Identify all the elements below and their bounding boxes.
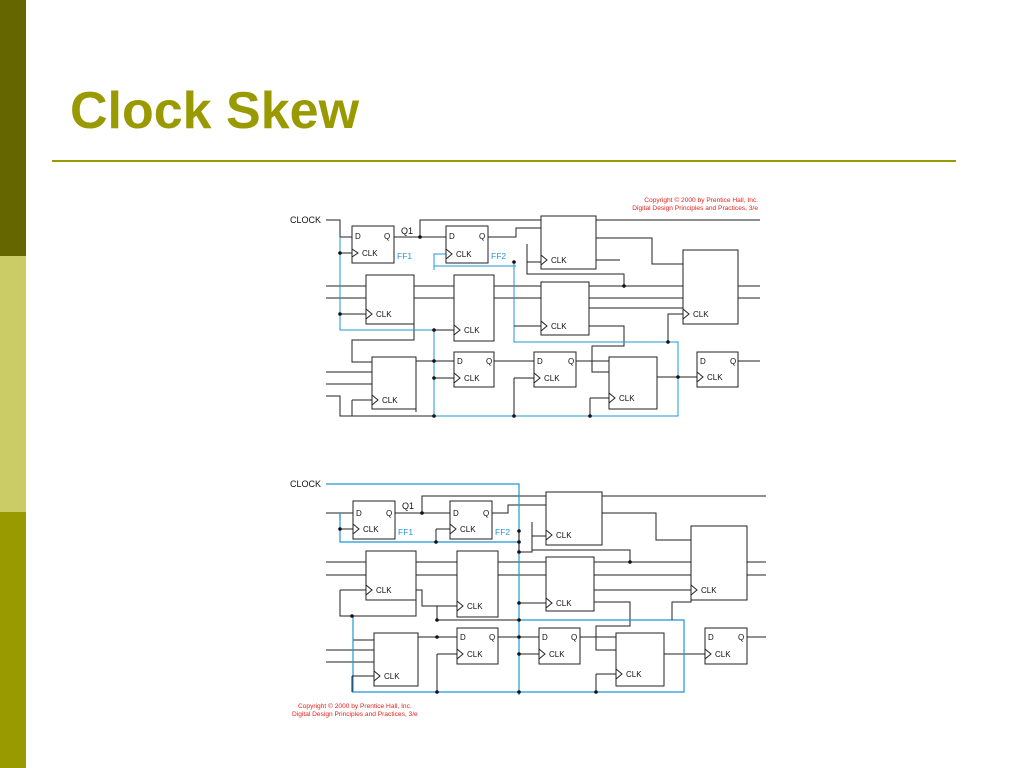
svg-text:Q: Q	[479, 232, 485, 241]
svg-text:D: D	[355, 232, 361, 241]
block-labels: D Q CLK D Q CLK CLK CLK CLK CLK CLK CLK …	[355, 232, 736, 405]
svg-text:Q: Q	[730, 357, 736, 366]
junction-dots	[338, 235, 680, 418]
svg-text:Q: Q	[489, 633, 495, 642]
ff-bottom-right	[704, 627, 748, 665]
block-labels: D Q CLK D Q CLK CLK CLK CLK CLK CLK CLK …	[356, 509, 744, 681]
svg-text:CLK: CLK	[460, 525, 476, 534]
svg-text:CLK: CLK	[467, 602, 483, 611]
svg-text:CLK: CLK	[551, 322, 567, 331]
block-left-mid	[365, 550, 417, 601]
q1-label: Q1	[402, 501, 414, 511]
sidebar-block-dark	[0, 0, 26, 256]
clock-net	[339, 237, 679, 417]
ff2-label: FF2	[491, 251, 506, 261]
clk-triangles	[352, 523, 712, 682]
svg-text:D: D	[537, 357, 543, 366]
svg-text:CLK: CLK	[464, 326, 480, 335]
ff-bottom-2	[538, 627, 581, 665]
block-center-tall	[456, 550, 499, 618]
ff2-block	[445, 225, 489, 264]
svg-text:D: D	[453, 509, 459, 518]
clock-taps	[340, 244, 697, 416]
sidebar-decoration	[0, 0, 26, 768]
junction-dots	[338, 511, 632, 694]
svg-text:CLK: CLK	[456, 250, 472, 259]
svg-text:D: D	[356, 509, 362, 518]
diagram-bottom: CLOCK Q1 FF1 FF2 Copyright © 2000 by Pre…	[290, 479, 766, 718]
ff1-label: FF1	[397, 251, 412, 261]
ff-bottom-right	[696, 351, 739, 388]
sidebar-block-light	[0, 256, 26, 512]
svg-text:D: D	[460, 633, 466, 642]
svg-text:CLK: CLK	[362, 249, 378, 258]
copyright-line1: Copyright © 2000 by Prentice Hall, Inc.	[644, 196, 758, 204]
svg-text:D: D	[542, 633, 548, 642]
block-bottom-mid	[608, 356, 658, 410]
block-left-mid	[365, 274, 415, 325]
ff-bottom-1	[453, 351, 495, 388]
ff1-block	[351, 225, 395, 264]
logic-blocks	[351, 215, 739, 410]
block-top-mid	[545, 491, 603, 546]
svg-text:Q: Q	[384, 232, 390, 241]
copyright-line2: Digital Design Principles and Practices,…	[292, 711, 418, 718]
svg-text:CLK: CLK	[556, 599, 572, 608]
clk-triangles	[351, 248, 704, 406]
q1-label: Q1	[401, 226, 413, 236]
title-underline	[52, 160, 956, 162]
svg-text:Q: Q	[483, 509, 489, 518]
svg-text:D: D	[449, 232, 455, 241]
svg-text:CLK: CLK	[382, 396, 398, 405]
block-center-right	[545, 556, 595, 612]
svg-text:CLK: CLK	[619, 394, 635, 403]
clock-label: CLOCK	[290, 215, 321, 225]
ff1-label: FF1	[398, 527, 413, 537]
svg-text:CLK: CLK	[693, 310, 709, 319]
diagram-top: Copyright © 2000 by Prentice Hall, Inc. …	[290, 196, 760, 418]
svg-text:CLK: CLK	[464, 374, 480, 383]
svg-text:Q: Q	[571, 633, 577, 642]
svg-text:CLK: CLK	[551, 256, 567, 265]
svg-text:CLK: CLK	[384, 672, 400, 681]
ff-bottom-1	[456, 627, 499, 665]
block-right-large	[682, 249, 739, 325]
svg-text:CLK: CLK	[544, 374, 560, 383]
svg-text:D: D	[708, 633, 714, 642]
svg-text:D: D	[457, 357, 463, 366]
block-top-mid	[540, 215, 597, 270]
svg-text:CLK: CLK	[701, 586, 717, 595]
clock-taps	[339, 528, 705, 692]
ff2-block	[449, 500, 493, 540]
svg-text:CLK: CLK	[549, 650, 565, 659]
svg-text:CLK: CLK	[715, 650, 731, 659]
clock-label: CLOCK	[290, 479, 321, 489]
copyright-line2: Digital Design Principles and Practices,…	[632, 205, 758, 212]
logic-blocks	[352, 491, 748, 687]
copyright-line1: Copyright © 2000 by Prentice Hall, Inc.	[298, 702, 412, 710]
ff-bottom-2	[533, 351, 577, 388]
svg-text:CLK: CLK	[376, 310, 392, 319]
sidebar-block-mid	[0, 512, 26, 768]
block-center-right	[540, 281, 590, 336]
svg-text:CLK: CLK	[707, 373, 723, 382]
slide-title: Clock Skew	[70, 82, 360, 140]
block-bottom-left	[371, 356, 417, 410]
block-bottom-left	[373, 632, 419, 687]
svg-text:Q: Q	[568, 357, 574, 366]
svg-text:CLK: CLK	[363, 525, 379, 534]
svg-text:CLK: CLK	[467, 650, 483, 659]
block-bottom-mid	[615, 632, 665, 687]
block-right-large	[690, 525, 748, 601]
svg-text:CLK: CLK	[376, 586, 392, 595]
svg-text:CLK: CLK	[556, 531, 572, 540]
svg-text:CLK: CLK	[626, 670, 642, 679]
ff1-block	[352, 500, 396, 540]
svg-text:Q: Q	[738, 633, 744, 642]
ff2-label: FF2	[495, 527, 510, 537]
svg-text:Q: Q	[486, 357, 492, 366]
svg-text:Q: Q	[386, 509, 392, 518]
svg-text:D: D	[700, 357, 706, 366]
